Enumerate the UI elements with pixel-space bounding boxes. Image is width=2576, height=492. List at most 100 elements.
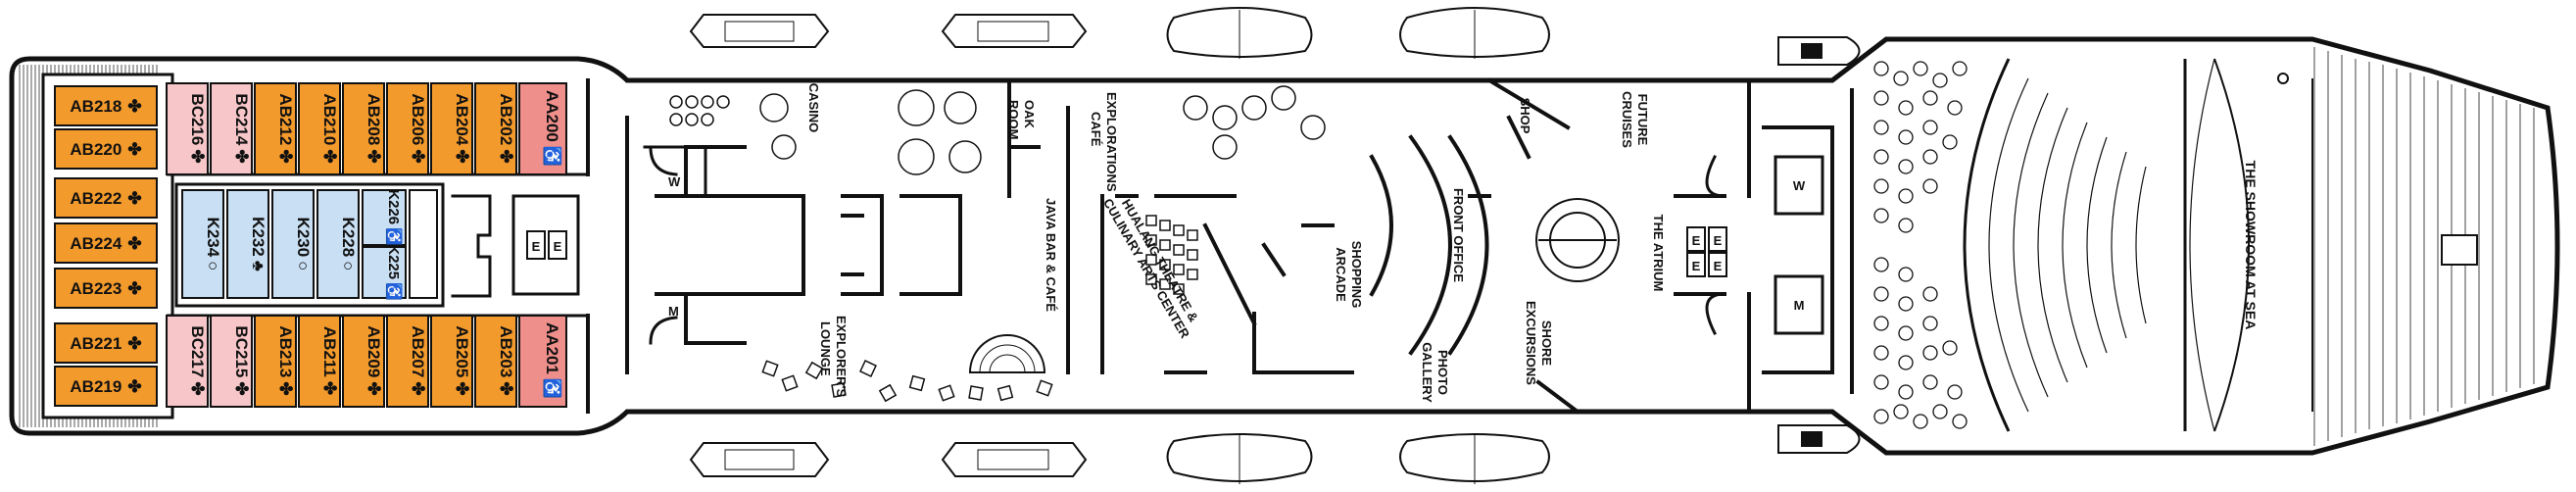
cabin-AB222[interactable]: AB222✤ <box>54 177 158 219</box>
bow-deck-hatching <box>2313 47 2535 446</box>
cabin-BC214[interactable]: BC214✤ <box>210 82 253 175</box>
lifeboat <box>1399 7 1550 59</box>
shopping-arcade-label[interactable]: SHOPPING ARCADE <box>1334 241 1364 309</box>
elevator-label: E <box>532 239 541 254</box>
cabin-AB223[interactable]: AB223✤ <box>54 268 158 309</box>
cabin-AB204[interactable]: AB204✤ <box>430 82 473 175</box>
aft-stair-core: E E <box>451 194 580 298</box>
cabin-number: AB219✤ <box>70 377 141 396</box>
cabin-K234[interactable]: K234○ <box>181 189 224 299</box>
cabin-number: AB211✤ <box>320 326 339 395</box>
aft-elevator[interactable]: E <box>526 230 546 260</box>
svg-text:SHORE: SHORE <box>1539 320 1554 367</box>
cabin-AB202[interactable]: AB202✤ <box>474 82 517 175</box>
cabin-number: AB223✤ <box>70 279 141 298</box>
cabin-number: AB205✤ <box>453 325 471 395</box>
svg-text:EXPLORATIONS: EXPLORATIONS <box>1104 92 1119 192</box>
cabin-AB206[interactable]: AB206✤ <box>386 82 429 175</box>
shore-excursions-label[interactable]: SHORE EXCURSIONS <box>1524 301 1554 385</box>
cabin-number: AB212✤ <box>276 93 295 163</box>
showroom-tables <box>1873 61 1968 429</box>
svg-text:GALLERY: GALLERY <box>1420 342 1434 403</box>
lifeboats <box>689 7 1861 484</box>
shop-label[interactable]: SHOP <box>1518 98 1532 134</box>
restroom-men[interactable]: M <box>668 304 679 319</box>
restroom-label: M <box>1794 298 1805 313</box>
showroom-stage <box>2213 58 2313 432</box>
svg-text:CRUISES: CRUISES <box>1620 91 1634 148</box>
cabin-AB203[interactable]: AB203✤ <box>474 315 517 408</box>
explorers-lounge-label[interactable]: EXPLORER'S LOUNGE <box>818 316 849 398</box>
cabin-number: AB210✤ <box>320 93 339 163</box>
cabin-K228[interactable]: K228○ <box>316 189 360 299</box>
restroom-label: W <box>1793 178 1806 193</box>
cabin-BC217[interactable]: BC217✤ <box>166 315 209 408</box>
cabin-number: K232♣ <box>249 217 267 271</box>
theatre-seating <box>1145 215 1198 295</box>
restroom-women[interactable]: W <box>1793 178 1806 193</box>
forward-elevator[interactable]: E <box>1686 252 1706 277</box>
cabin-number: BC217✤ <box>188 325 207 395</box>
front-office-label[interactable]: FRONT OFFICE <box>1451 188 1466 282</box>
elevator-label: E <box>554 239 562 254</box>
cabin-K225[interactable]: K225♿ <box>362 244 407 301</box>
cabin-AA201[interactable]: AA201♿ <box>518 315 567 408</box>
cabin-number: AB204✤ <box>453 93 471 163</box>
lounge-seating <box>761 360 1053 403</box>
cabin-AA200[interactable]: AA200♿ <box>518 82 567 175</box>
cabin-AB219[interactable]: AB219✤ <box>54 366 158 407</box>
future-cruises-label[interactable]: FUTURE CRUISES <box>1620 91 1650 148</box>
cabin-BC215[interactable]: BC215✤ <box>210 315 253 408</box>
explorations-cafe-label[interactable]: EXPLORATIONS CAFÉ <box>1089 92 1119 192</box>
lifeboat <box>1166 433 1313 484</box>
cabin-AB213[interactable]: AB213✤ <box>254 315 297 408</box>
cabin-K232[interactable]: K232♣ <box>226 189 269 299</box>
cabin-number: BC216✤ <box>188 93 207 163</box>
casino-label[interactable]: CASINO <box>806 83 821 133</box>
svg-text:CAFÉ: CAFÉ <box>1089 112 1103 147</box>
photo-gallery-label[interactable]: PHOTO GALLERY <box>1420 342 1450 403</box>
cabin-K230[interactable]: K230○ <box>271 189 315 299</box>
theatre-label[interactable]: HUALANG THEATRE & CULINARY ARTS CENTER <box>1100 188 1206 341</box>
java-bar-label[interactable]: JAVA BAR & CAFÉ <box>1044 198 1058 312</box>
showroom-label[interactable]: THE SHOWROOM AT SEA <box>2243 161 2259 330</box>
cabin-AB210[interactable]: AB210✤ <box>298 82 341 175</box>
elevator-label: E <box>1714 259 1723 273</box>
svg-text:LOUNGE: LOUNGE <box>818 321 833 376</box>
interior-cabins: K234○ K232♣ K230○ K228○ K226♿ K225♿ <box>174 182 445 308</box>
cabin-AB208[interactable]: AB208✤ <box>342 82 385 175</box>
restroom-women[interactable]: W <box>668 174 681 189</box>
aft-elevator[interactable]: E <box>548 230 567 260</box>
aft-cabin-stack: AB218✤ AB220✤ AB222✤ AB224✤ AB223✤ AB221… <box>54 85 158 407</box>
casino-tables <box>669 85 1326 175</box>
spiral-staircase <box>968 334 1046 373</box>
cabin-AB211[interactable]: AB211✤ <box>298 315 341 408</box>
lifeboat <box>1399 433 1550 484</box>
restroom-label: W <box>668 174 681 189</box>
cabin-number: K228○ <box>339 218 358 271</box>
cabin-AB220[interactable]: AB220✤ <box>54 128 158 170</box>
bow-equipment <box>2277 73 2478 266</box>
forward-elevator[interactable]: E <box>1686 226 1706 252</box>
cabin-AB209[interactable]: AB209✤ <box>342 315 385 408</box>
atrium-label[interactable]: THE ATRIUM <box>1651 215 1666 292</box>
cabin-number: BC215✤ <box>232 325 251 395</box>
forward-elevator[interactable]: E <box>1708 226 1727 252</box>
cabin-K226[interactable]: K226♿ <box>362 189 407 246</box>
restroom-men[interactable]: M <box>1794 298 1805 313</box>
cabin-number: K225♿ <box>385 244 403 301</box>
cabin-number: AA201♿ <box>543 322 562 399</box>
cabin-AB212[interactable]: AB212✤ <box>254 82 297 175</box>
cabin-AB207[interactable]: AB207✤ <box>386 315 429 408</box>
lifeboat <box>941 14 1088 48</box>
cabin-BC216[interactable]: BC216✤ <box>166 82 209 175</box>
oak-room-label[interactable]: OAK ROOM <box>1006 100 1037 139</box>
tender <box>1777 424 1861 454</box>
cabin-AB221[interactable]: AB221✤ <box>54 322 158 364</box>
cabin-AB205[interactable]: AB205✤ <box>430 315 473 408</box>
cabin-AB218[interactable]: AB218✤ <box>54 85 158 126</box>
svg-text:EXPLORER'S: EXPLORER'S <box>834 316 849 398</box>
cabin-AB224[interactable]: AB224✤ <box>54 222 158 264</box>
forward-elevator[interactable]: E <box>1708 252 1727 277</box>
